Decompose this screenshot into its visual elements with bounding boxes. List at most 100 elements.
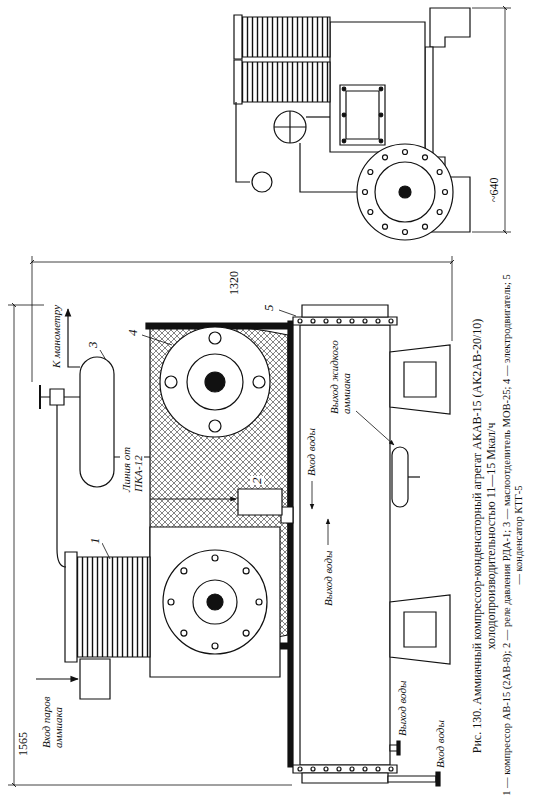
bolt <box>324 767 328 771</box>
base-frame <box>288 321 293 767</box>
end-view <box>300 143 357 192</box>
bolt <box>423 224 428 229</box>
bolt <box>379 113 383 117</box>
condenser <box>392 447 408 507</box>
dimension-1565 <box>14 305 15 785</box>
bolt <box>383 155 388 160</box>
bolt <box>363 190 368 195</box>
bolt <box>389 767 393 771</box>
dimension-1565 <box>8 785 292 786</box>
bolt <box>342 113 346 117</box>
callout-number: 3 <box>86 341 100 350</box>
bolt <box>324 319 328 323</box>
bolt <box>376 767 380 771</box>
condenser <box>293 765 397 773</box>
compressor <box>102 543 110 559</box>
dimension-640 <box>505 8 506 232</box>
dimension-1565 <box>8 305 44 306</box>
end-view <box>430 8 470 47</box>
bolt <box>337 319 341 323</box>
condenser <box>293 317 397 325</box>
oil-separator <box>68 309 80 367</box>
end-view <box>234 15 242 59</box>
parts-list: 1 — компрессор АВ-15 (2АВ-8); 2 — реле д… <box>501 273 524 797</box>
bolt <box>383 224 388 229</box>
bolt <box>311 767 315 771</box>
bolt <box>212 643 218 649</box>
compressor <box>80 659 110 699</box>
compressor <box>193 580 237 624</box>
condenser <box>436 772 440 786</box>
pressure-relay <box>238 489 282 515</box>
dimension-value: ~640 <box>488 177 501 204</box>
bolt <box>350 319 354 323</box>
bolt <box>209 332 221 344</box>
pressure-relay <box>150 310 296 515</box>
compressor <box>163 550 267 654</box>
bolt <box>437 170 442 175</box>
flow-label: Вход воды <box>434 719 446 769</box>
condenser <box>281 507 293 523</box>
dimension-1320 <box>32 262 452 263</box>
dimension-1565 <box>8 305 292 785</box>
end-view <box>399 186 411 198</box>
bolt <box>212 555 218 561</box>
compressor <box>36 678 78 679</box>
bolt <box>337 767 341 771</box>
base-frame <box>146 321 293 767</box>
bolt <box>443 190 448 195</box>
end-view <box>240 62 330 102</box>
condenser <box>388 776 436 782</box>
callout-number: 1 <box>88 537 102 546</box>
electric-motor <box>187 354 243 410</box>
dimension-1320 <box>452 256 453 341</box>
bolt <box>253 376 265 388</box>
dimension-640 <box>472 8 511 232</box>
bolt <box>311 319 315 323</box>
condenser <box>312 481 313 509</box>
flow-label: К манометру <box>50 304 62 369</box>
condenser <box>302 305 388 317</box>
end-view <box>306 116 330 117</box>
bolt <box>165 87 448 771</box>
bolt <box>181 568 187 574</box>
figure-caption: Рис. 130. Аммиачный компрессор-конденсат… <box>471 275 499 797</box>
bolt <box>376 319 380 323</box>
bolt <box>403 150 408 155</box>
compressor <box>207 594 223 610</box>
condenser-foot <box>404 612 436 647</box>
bolt <box>298 319 302 323</box>
bolt <box>350 767 354 771</box>
flow-label: Выход жидкого аммиака <box>328 333 352 415</box>
dimension-value: 1320 <box>228 270 241 296</box>
bolt <box>379 87 383 91</box>
condenser-foot <box>390 345 450 664</box>
condenser <box>408 476 420 477</box>
bolt <box>368 210 373 215</box>
bolt <box>298 767 302 771</box>
electric-motor <box>160 327 270 437</box>
end-view <box>234 60 242 104</box>
condenser <box>397 741 400 755</box>
end-view <box>252 172 272 192</box>
bolt <box>379 139 383 143</box>
bolt <box>437 210 442 215</box>
end-view <box>330 22 425 152</box>
bolt <box>168 599 174 605</box>
pressure-relay <box>150 499 236 500</box>
end-view <box>234 8 470 240</box>
bolt <box>363 767 367 771</box>
compressor <box>36 527 280 699</box>
condenser <box>356 411 394 445</box>
end-view <box>236 102 250 182</box>
electric-motor <box>142 327 270 437</box>
electric-motor <box>142 335 172 345</box>
bolt <box>389 319 393 323</box>
end-view <box>375 162 435 222</box>
bolt <box>342 139 346 143</box>
callout-number: 5 <box>262 304 276 313</box>
bolt <box>243 630 249 636</box>
flow-label: Выход воды <box>396 680 408 737</box>
